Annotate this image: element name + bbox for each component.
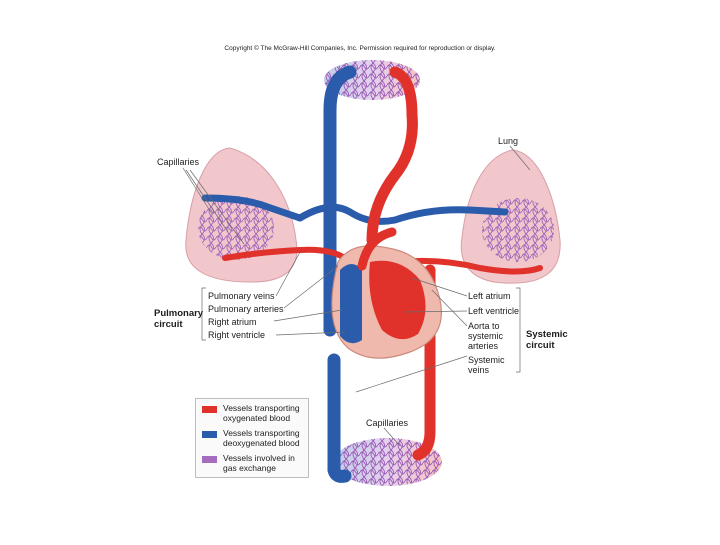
legend-gas-exchange-line2: gas exchange (223, 462, 276, 473)
legend-item-deoxygenated: Vessels transporting deoxygenated blood (202, 428, 300, 448)
pulmonary-veins-label: Pulmonary veins (208, 291, 275, 301)
pulmonary-arteries-label: Pulmonary arteries (208, 304, 284, 314)
lung-label: Lung (498, 136, 519, 146)
left-ventricle-label: Left ventricle (468, 306, 520, 316)
systemic-veins-label-1: Systemic (468, 355, 505, 365)
right-ventricle-label: Right ventricle (208, 330, 266, 340)
copyright-notice: Copyright © The McGraw-Hill Companies, I… (224, 45, 496, 52)
aorta-label-2: systemic (468, 331, 504, 341)
legend-oxygenated-line1: Vessels transporting (223, 403, 300, 413)
pulmonary-circuit-label-2: circuit (154, 319, 183, 330)
legend-deoxygenated-line1: Vessels transporting (223, 428, 300, 438)
legend-gas-exchange-line1: Vessels involved in (223, 453, 295, 463)
systemic-circuit-label-2: circuit (526, 340, 555, 351)
legend-item-gas-exchange: Vessels involved in gas exchange (202, 453, 295, 473)
legend-deoxygenated-line2: deoxygenated blood (223, 437, 300, 448)
capillaries-label-top: Capillaries (157, 157, 200, 167)
systemic-veins-label-2: veins (468, 365, 490, 375)
pulmonary-circuit-label-1: Pulmonary (154, 308, 204, 319)
deoxygenated-swatch (202, 431, 217, 438)
legend: Vessels transporting oxygenated blood Ve… (195, 398, 309, 478)
legend-oxygenated-line2: oxygenated blood (223, 412, 291, 423)
legend-item-oxygenated: Vessels transporting oxygenated blood (202, 403, 300, 423)
gas-exchange-swatch (202, 456, 217, 463)
systemic-circuit-label-1: Systemic (526, 329, 568, 340)
oxygenated-swatch (202, 406, 217, 413)
capillaries-label-bottom: Capillaries (366, 418, 409, 428)
aorta-label-3: arteries (468, 341, 499, 351)
right-atrium-label: Right atrium (208, 317, 257, 327)
left-atrium-label: Left atrium (468, 291, 511, 301)
aorta-label-1: Aorta to (468, 321, 500, 331)
